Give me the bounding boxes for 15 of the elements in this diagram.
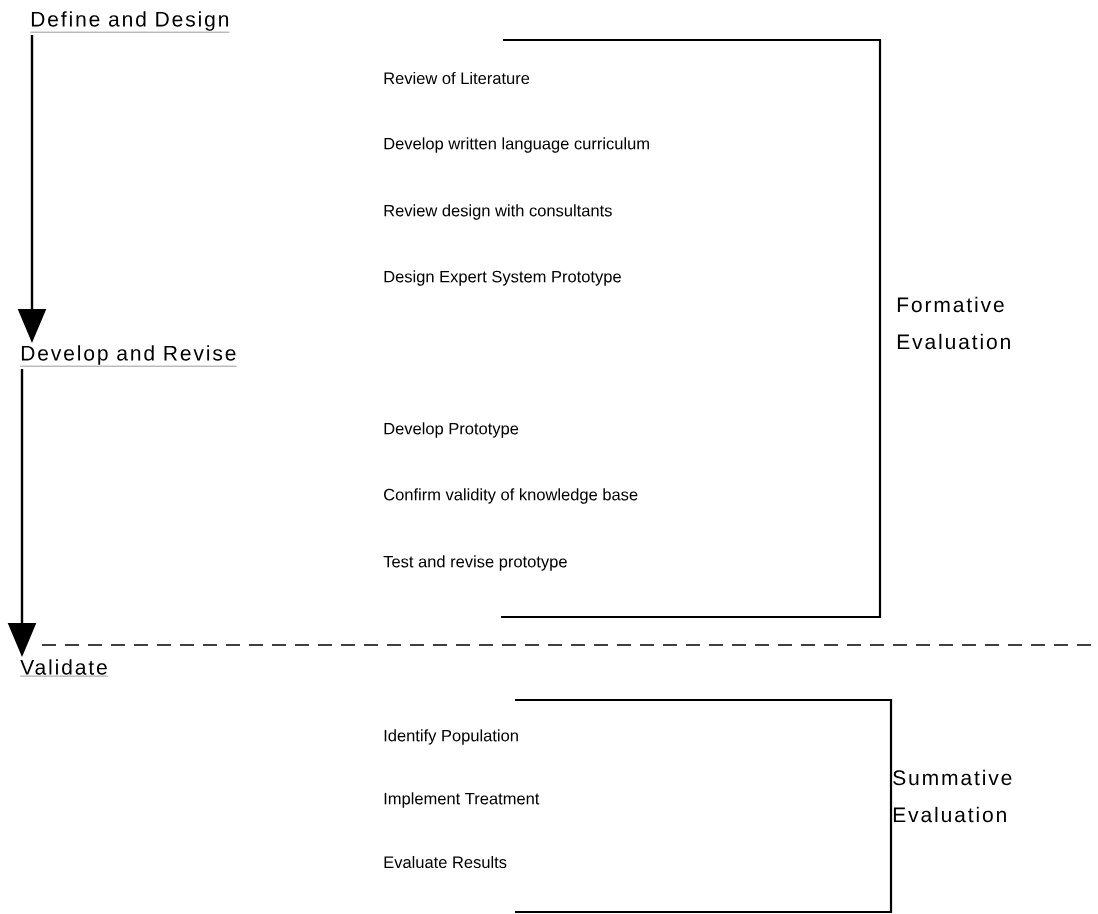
task-text: Confirm validity of knowledge base	[384, 488, 638, 504]
task-text: Evaluate Results	[384, 855, 507, 869]
task-text: Implement Treatment	[384, 792, 540, 808]
stage-heading: Develop and Revise	[20, 345, 237, 367]
task-text: Develop written language curriculum	[384, 137, 649, 153]
task-text: Design Expert System Prototype	[384, 270, 621, 286]
evaluation-label: Summative Evaluation	[893, 769, 1012, 823]
task-text: Identify Population	[384, 729, 518, 745]
task-text: Test and revise prototype	[383, 555, 567, 571]
stage-heading: Define and Design	[30, 11, 230, 33]
evaluation-label: Formative Evaluation	[897, 296, 1010, 350]
stage-heading: Validate	[20, 659, 108, 677]
task-text: Review of Literature	[384, 71, 530, 85]
task-text: Develop Prototype	[384, 422, 519, 438]
task-text: Review design with consultants	[384, 204, 612, 220]
